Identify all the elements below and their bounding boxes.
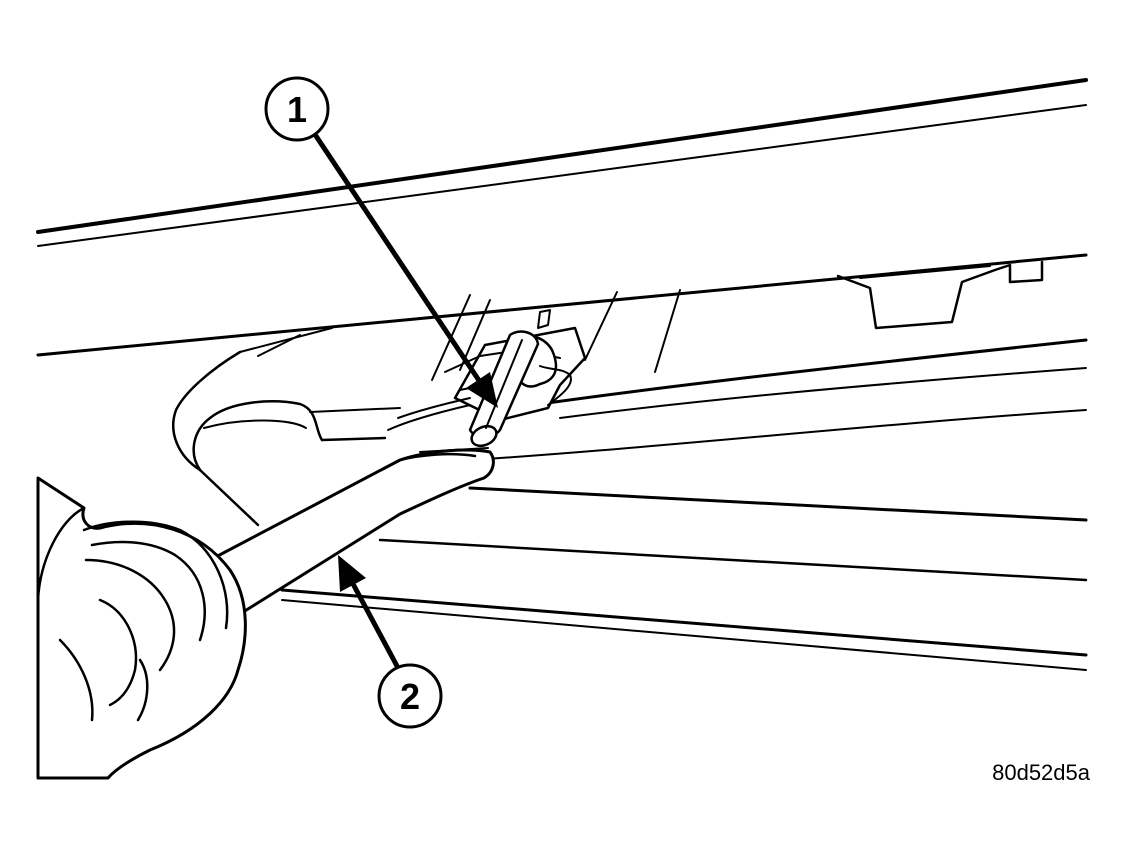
callout-2-arrowhead	[338, 555, 366, 592]
callout-1-circle	[264, 76, 330, 142]
callout-1-arrowhead	[466, 372, 498, 408]
retaining-clip	[387, 326, 587, 448]
figure-reference-code: 80d52d5a	[992, 760, 1090, 785]
mid-panel	[36, 253, 1088, 419]
trim-tool	[208, 447, 495, 616]
upper-trim-panel	[36, 78, 1088, 247]
callout-2: 2	[338, 555, 443, 729]
callout-1-number: 1	[287, 89, 307, 130]
lower-body-panel	[280, 409, 1088, 671]
callout-2-leader	[349, 579, 400, 669]
clip-bracket	[836, 260, 1044, 330]
callout-2-circle	[377, 663, 443, 729]
tool-handle	[36, 476, 247, 780]
callout-2-number: 2	[400, 676, 420, 717]
callout-1: 1	[264, 76, 498, 408]
callout-1-leader	[313, 133, 483, 385]
